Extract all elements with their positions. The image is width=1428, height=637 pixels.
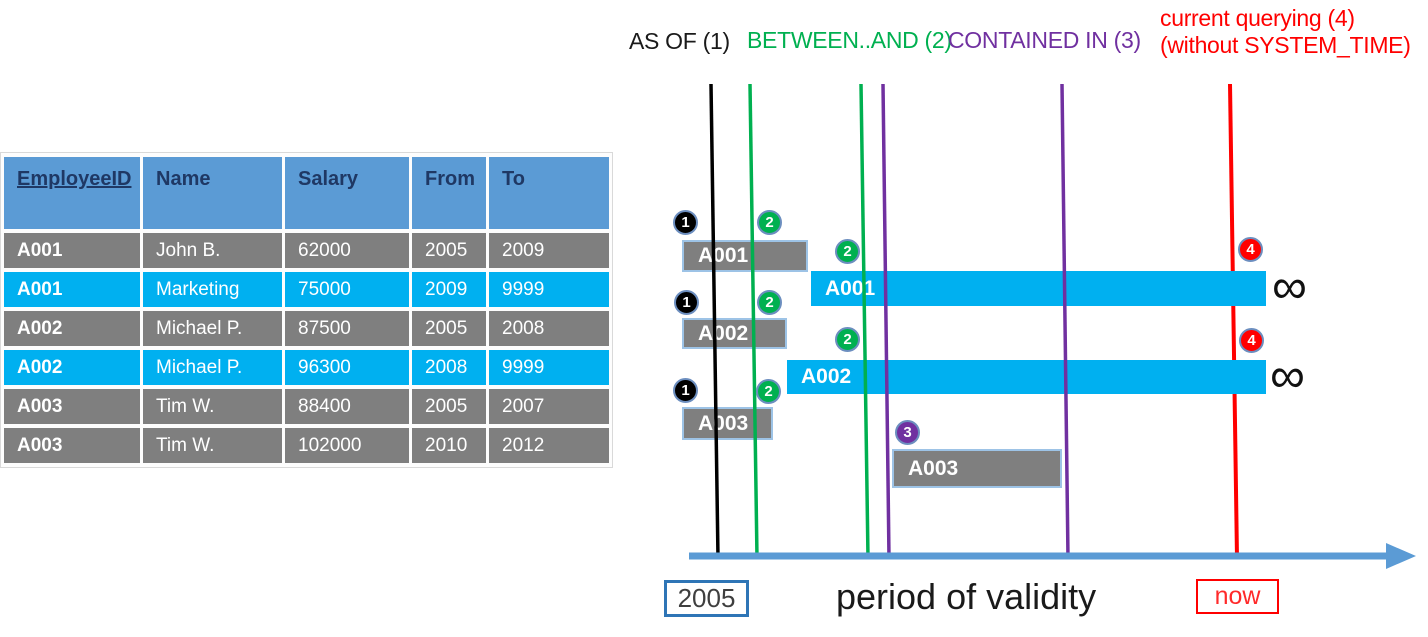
legend-current-querying: current querying (4) (without SYSTEM_TIM… bbox=[1160, 5, 1411, 59]
cell-employeeid: A001 bbox=[4, 233, 140, 268]
marker-1: 1 bbox=[673, 378, 698, 403]
cell-employeeid: A001 bbox=[4, 272, 140, 307]
between-start-line bbox=[748, 83, 759, 559]
cell-from: 2010 bbox=[412, 428, 486, 463]
between-end-line bbox=[859, 83, 870, 559]
cell-to: 2007 bbox=[489, 389, 609, 424]
infinity-icon: ∞ bbox=[1270, 349, 1305, 403]
table-row: A003 Tim W. 88400 2005 2007 bbox=[4, 389, 609, 424]
cell-employeeid: A003 bbox=[4, 428, 140, 463]
cell-from: 2009 bbox=[412, 272, 486, 307]
bar-label: A002 bbox=[698, 321, 749, 345]
legend-as-of: AS OF (1) bbox=[629, 28, 730, 54]
bar-a003-history-2: A003 bbox=[892, 449, 1062, 488]
cell-from: 2008 bbox=[412, 350, 486, 385]
table-row: A001 John B. 62000 2005 2009 bbox=[4, 233, 609, 268]
now-query-line bbox=[1228, 83, 1239, 559]
bar-label: A001 bbox=[698, 244, 749, 267]
marker-4: 4 bbox=[1238, 237, 1263, 262]
cell-salary: 62000 bbox=[285, 233, 409, 268]
cell-salary: 87500 bbox=[285, 311, 409, 346]
contained-start-line bbox=[881, 83, 891, 559]
axis-title: period of validity bbox=[836, 576, 1097, 617]
time-axis-arrowhead bbox=[1386, 543, 1416, 569]
cell-from: 2005 bbox=[412, 233, 486, 268]
as-of-line bbox=[709, 83, 720, 559]
bar-a002-history: A002 bbox=[682, 318, 787, 349]
marker-1: 1 bbox=[674, 290, 699, 315]
cell-name: Tim W. bbox=[143, 389, 282, 424]
marker-1: 1 bbox=[673, 210, 698, 235]
table-row: A002 Michael P. 87500 2005 2008 bbox=[4, 311, 609, 346]
axis-now-box: now bbox=[1196, 579, 1279, 614]
col-header-salary: Salary bbox=[285, 157, 409, 229]
marker-2: 2 bbox=[835, 239, 860, 264]
bar-label: A002 bbox=[801, 365, 852, 388]
cell-name: John B. bbox=[143, 233, 282, 268]
cell-salary: 88400 bbox=[285, 389, 409, 424]
marker-4: 4 bbox=[1239, 328, 1264, 353]
cell-employeeid: A003 bbox=[4, 389, 140, 424]
legend-current-querying-line2: (without SYSTEM_TIME) bbox=[1160, 32, 1411, 58]
bar-a003-history-1: A003 bbox=[682, 407, 773, 440]
marker-2: 2 bbox=[757, 290, 782, 315]
infinity-icon: ∞ bbox=[1272, 260, 1307, 314]
marker-3: 3 bbox=[895, 420, 920, 445]
col-header-from: From bbox=[412, 157, 486, 229]
col-header-to: To bbox=[489, 157, 609, 229]
cell-to: 2008 bbox=[489, 311, 609, 346]
cell-from: 2005 bbox=[412, 311, 486, 346]
cell-name: Tim W. bbox=[143, 428, 282, 463]
cell-salary: 96300 bbox=[285, 350, 409, 385]
cell-to: 9999 bbox=[489, 272, 609, 307]
bar-label: A003 bbox=[698, 411, 749, 435]
bar-label: A003 bbox=[908, 456, 959, 480]
cell-name: Michael P. bbox=[143, 350, 282, 385]
table-row-current: A002 Michael P. 96300 2008 9999 bbox=[4, 350, 609, 385]
marker-2: 2 bbox=[757, 210, 782, 235]
marker-2: 2 bbox=[835, 327, 860, 352]
cell-to: 2012 bbox=[489, 428, 609, 463]
legend-between-and: BETWEEN..AND (2) bbox=[747, 27, 952, 53]
cell-employeeid: A002 bbox=[4, 311, 140, 346]
col-header-name: Name bbox=[143, 157, 282, 229]
legend-contained-in: CONTAINED IN (3) bbox=[948, 27, 1141, 53]
col-header-employeeid: EmployeeID bbox=[4, 157, 140, 229]
table-header-row: EmployeeID Name Salary From To bbox=[4, 157, 609, 229]
cell-name: Michael P. bbox=[143, 311, 282, 346]
axis-origin-box: 2005 bbox=[664, 580, 749, 617]
table-row: A003 Tim W. 102000 2010 2012 bbox=[4, 428, 609, 463]
cell-name: Marketing bbox=[143, 272, 282, 307]
employee-history-table: EmployeeID Name Salary From To A001 John… bbox=[0, 152, 613, 468]
cell-from: 2005 bbox=[412, 389, 486, 424]
cell-to: 2009 bbox=[489, 233, 609, 268]
legend-current-querying-line1: current querying (4) bbox=[1160, 5, 1355, 31]
table-row-current: A001 Marketing 75000 2009 9999 bbox=[4, 272, 609, 307]
cell-employeeid: A002 bbox=[4, 350, 140, 385]
cell-to: 9999 bbox=[489, 350, 609, 385]
cell-salary: 75000 bbox=[285, 272, 409, 307]
bar-a001-history: A001 bbox=[682, 240, 808, 272]
contained-end-line bbox=[1060, 83, 1070, 559]
cell-salary: 102000 bbox=[285, 428, 409, 463]
marker-2: 2 bbox=[756, 379, 781, 404]
